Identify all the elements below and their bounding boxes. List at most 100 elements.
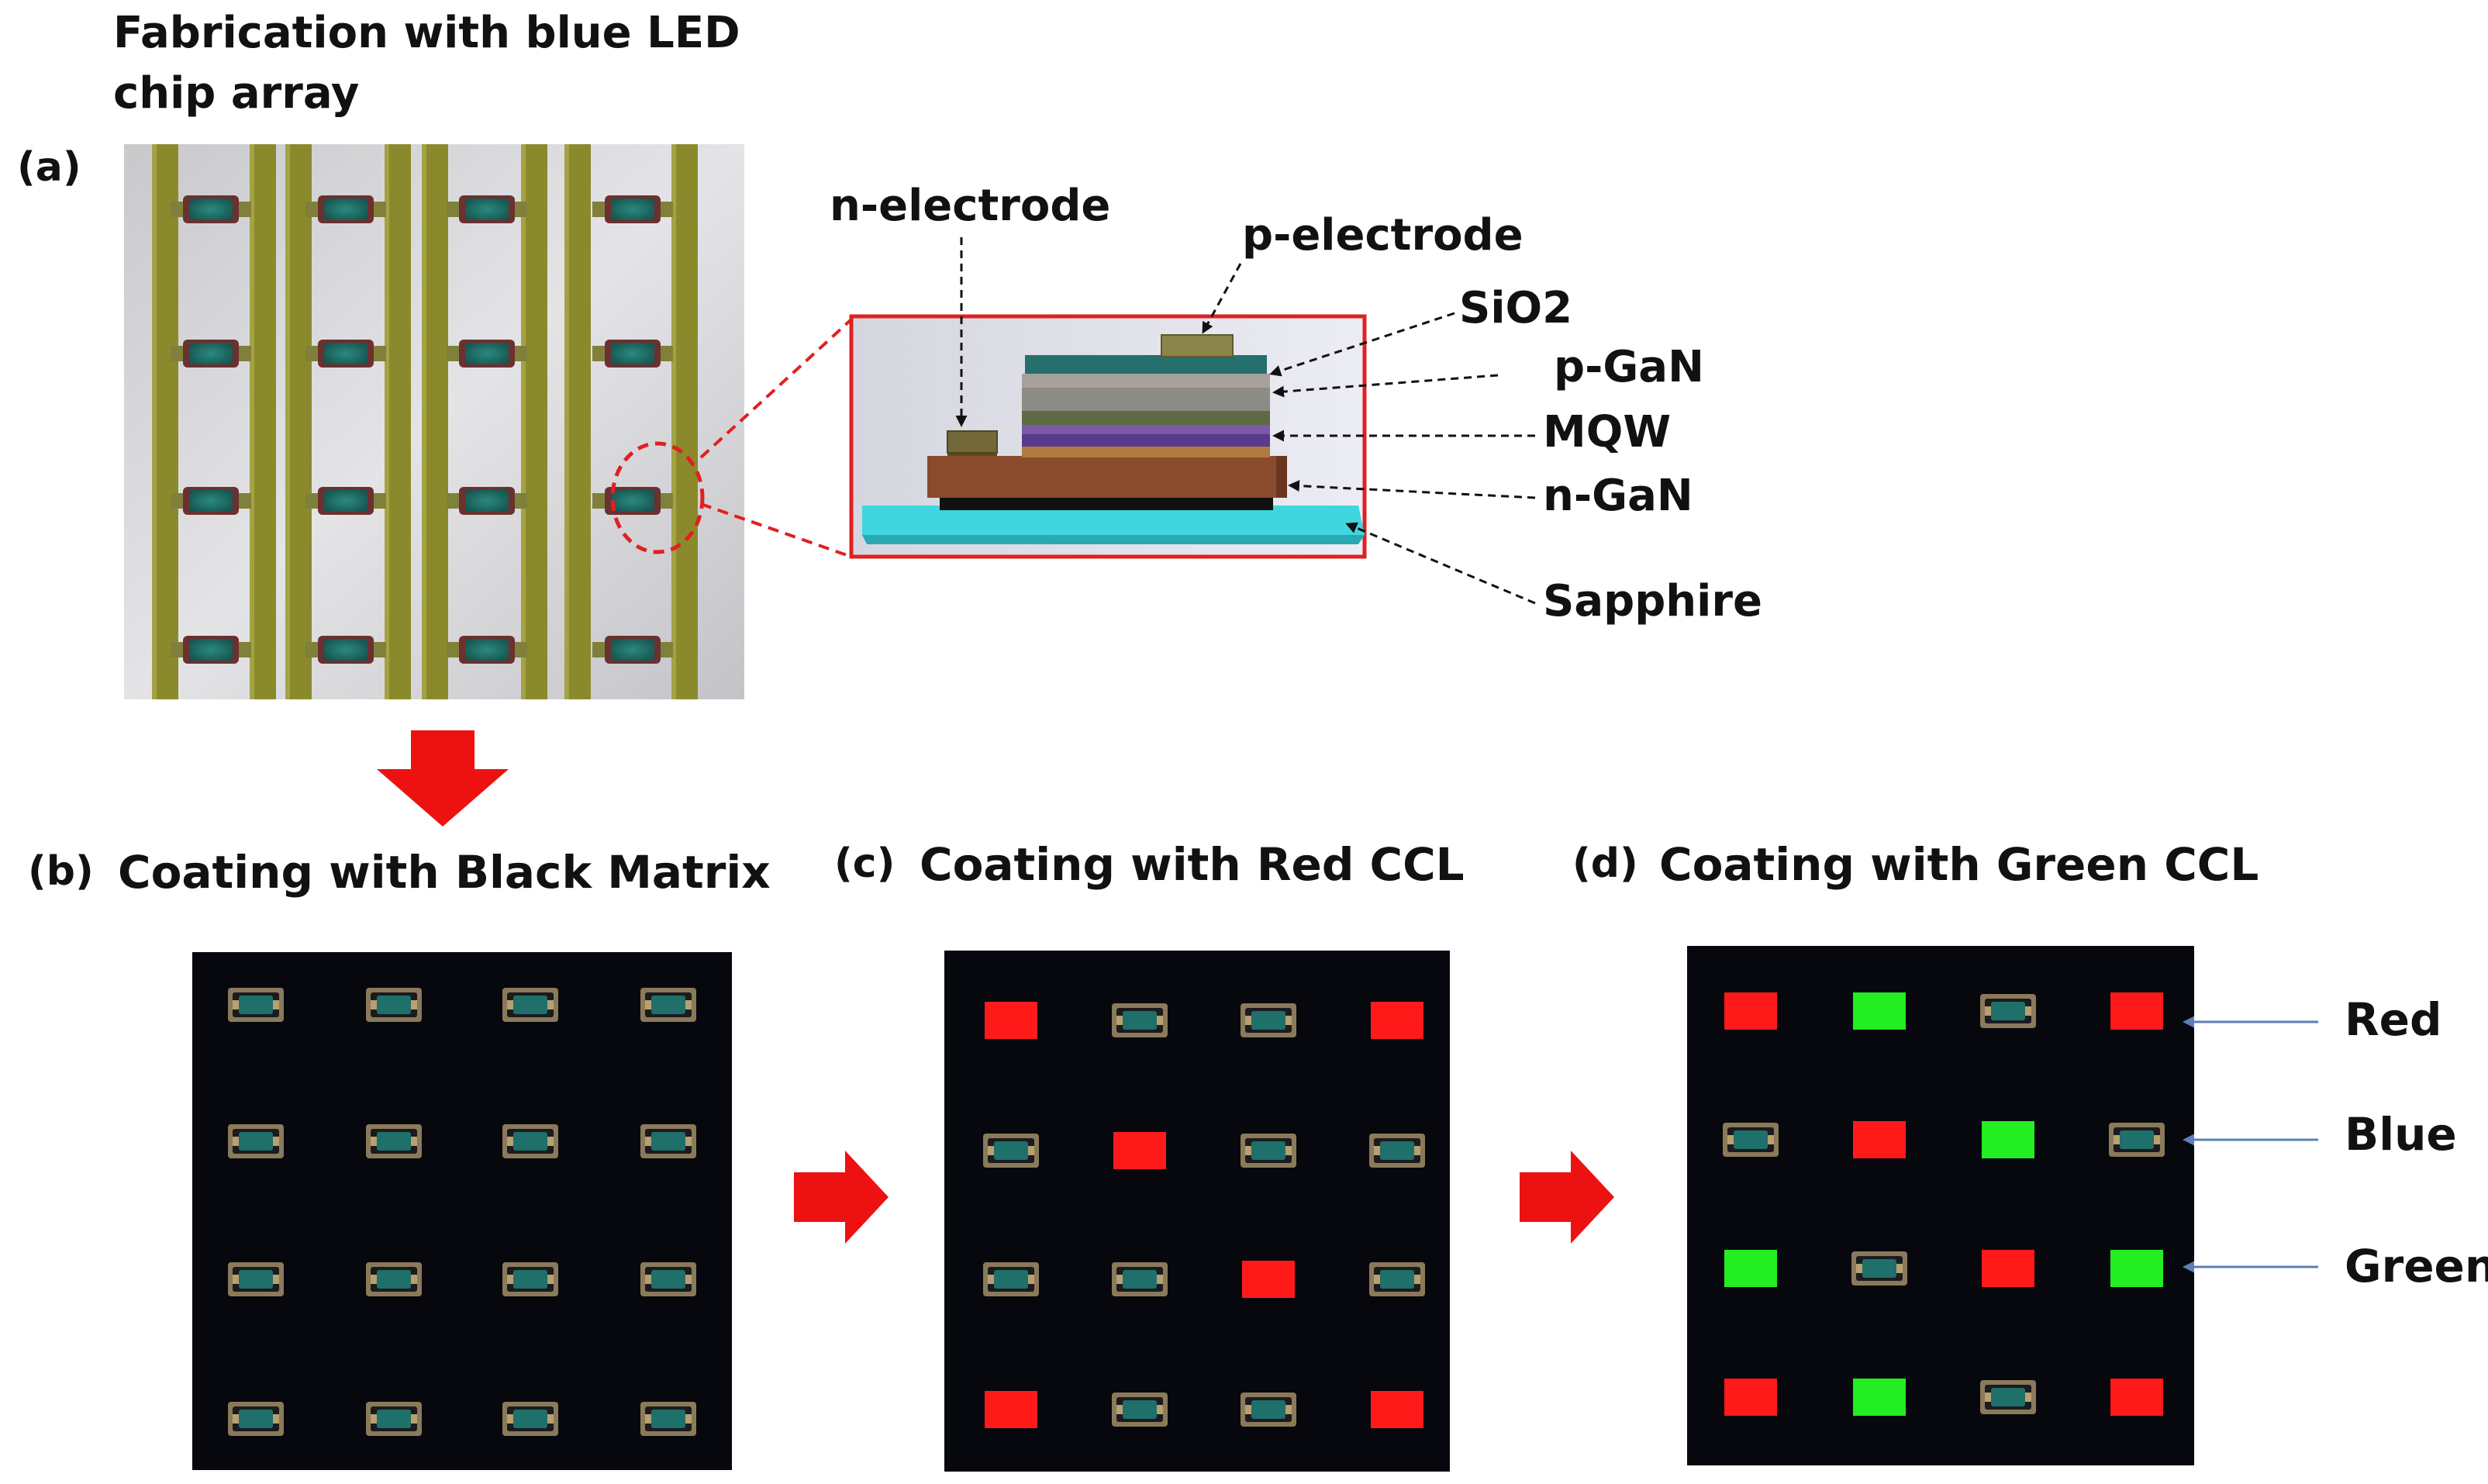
led-chip (447, 340, 527, 368)
chip-core (239, 996, 273, 1014)
blue-led-subpixel (640, 1262, 696, 1296)
blue-led-subpixel (502, 988, 558, 1022)
panel-a-title-line2: chip array (113, 68, 360, 119)
panel-d-grid (1723, 992, 2165, 1416)
chip-contact-left (2114, 1135, 2120, 1144)
mqw-layer-3 (1022, 411, 1270, 425)
panel-d-title: Coating with Green CCL (1659, 838, 2259, 891)
chip-contact-left (645, 1137, 651, 1146)
electrode-line-highlight (422, 144, 426, 699)
red-ccl-subpixel (2110, 992, 2163, 1030)
led-chip (171, 195, 251, 223)
chip-core (239, 1132, 273, 1151)
blue-led-subpixel (1980, 994, 2036, 1028)
chip-contact-left (233, 1137, 239, 1146)
chip-contact-right (2025, 1393, 2031, 1402)
blue-led-subpixel (502, 1402, 558, 1436)
chip-contact-left (1374, 1146, 1380, 1155)
chip-body (324, 490, 368, 512)
chip-contact-left (1374, 1275, 1380, 1284)
electrode-line-highlight (671, 144, 676, 699)
zoom-line-top (699, 318, 853, 459)
chip-core (651, 1132, 685, 1151)
chip-contact-left (233, 1275, 239, 1284)
led-chip (171, 340, 251, 368)
panel-b-grid (228, 988, 696, 1436)
chip-body (324, 198, 368, 220)
panel-a-array (124, 144, 744, 699)
leader-p-gan (1272, 374, 1499, 398)
leader-n-gan (1288, 480, 1536, 499)
chip-contact-right (2025, 1006, 2031, 1016)
red-ccl-subpixel (1242, 1261, 1295, 1298)
led-chip (171, 636, 251, 664)
chip-contact-right (1157, 1275, 1163, 1284)
chip-contact-right (1157, 1405, 1163, 1414)
chip-core (994, 1141, 1028, 1160)
chip-contact-left (507, 1414, 513, 1424)
electrode-line-highlight (564, 144, 569, 699)
chip-contact-left (645, 1414, 651, 1424)
legend-red: Red (2345, 993, 2442, 1046)
chip-contact-right (1414, 1275, 1420, 1284)
chip-contact-left (1727, 1135, 1734, 1144)
blue-led-subpixel (983, 1134, 1039, 1168)
chip-contact-left (507, 1000, 513, 1009)
n-gan-layer (927, 456, 1284, 498)
p-gan-top (1022, 374, 1270, 388)
chip-core (1380, 1141, 1414, 1160)
chip-core (651, 1270, 685, 1289)
chip-body (189, 490, 233, 512)
zoom-circle (610, 441, 705, 554)
chip-contact-left (1245, 1405, 1251, 1414)
chip-contact-left (1245, 1146, 1251, 1155)
sio2-layer (1025, 355, 1267, 374)
electrode-line-highlight (152, 144, 157, 699)
n-gan-side (1276, 456, 1287, 498)
right-arrow-1 (794, 1151, 889, 1244)
panel-d-label: (d) (1572, 840, 1638, 887)
chip-contact-right (1285, 1405, 1292, 1414)
red-ccl-subpixel (1724, 1379, 1777, 1416)
blue-led-subpixel (640, 1124, 696, 1158)
chip-core (994, 1270, 1028, 1289)
blue-led-subpixel (1369, 1134, 1425, 1168)
blue-led-subpixel (1112, 1393, 1168, 1427)
panel-a-title-line1: Fabrication with blue LED (113, 8, 740, 58)
chip-contact-left (233, 1000, 239, 1009)
chip-contact-right (1028, 1275, 1034, 1284)
blue-led-subpixel (1112, 1262, 1168, 1296)
led-chip (447, 636, 527, 664)
chip-contact-right (273, 1000, 279, 1009)
led-chip (305, 636, 386, 664)
chip-contact-left (988, 1146, 994, 1155)
led-chip (592, 340, 673, 368)
chip-contact-right (685, 1000, 692, 1009)
chip-core (513, 1270, 547, 1289)
chip-contact-left (1245, 1016, 1251, 1025)
chip-body (324, 639, 368, 661)
legend-blue: Blue (2345, 1108, 2457, 1161)
label-p-gan: p-GaN (1554, 342, 1704, 392)
chip-contact-left (645, 1275, 651, 1284)
chip-core (1862, 1259, 1896, 1278)
chip-contact-right (547, 1000, 554, 1009)
led-chip (592, 487, 673, 515)
panel-c-grid (983, 1002, 1425, 1428)
blue-led-subpixel (1369, 1262, 1425, 1296)
cross-section (849, 314, 1367, 559)
chip-contact-left (371, 1275, 377, 1284)
chip-contact-left (233, 1414, 239, 1424)
chip-contact-left (371, 1414, 377, 1424)
chip-core (651, 1410, 685, 1428)
chip-core (1123, 1270, 1157, 1289)
mqw-layer-2 (1022, 425, 1270, 434)
sapphire-edge (862, 535, 1365, 544)
chip-body (465, 490, 509, 512)
chip-contact-right (273, 1275, 279, 1284)
chip-core (2120, 1130, 2154, 1149)
chip-contact-left (507, 1137, 513, 1146)
red-ccl-subpixel (1371, 1002, 1423, 1039)
chip-contact-right (1285, 1146, 1292, 1155)
chip-core (377, 996, 411, 1014)
